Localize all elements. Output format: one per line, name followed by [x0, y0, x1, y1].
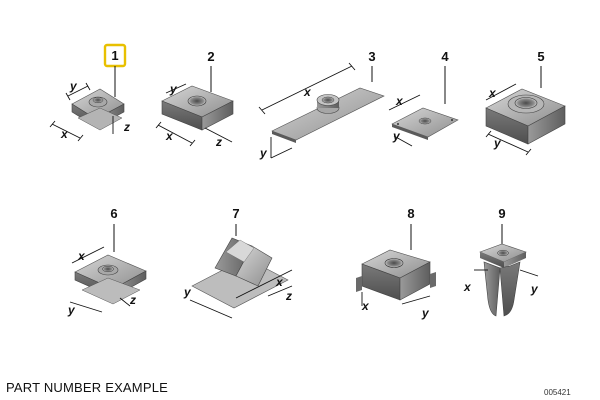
part-9-leg-left	[483, 261, 501, 317]
part-3-dim-x-line	[261, 65, 353, 111]
part-2-dim-x: x	[165, 129, 174, 143]
part-3-dim-tick	[348, 62, 356, 71]
part-6-dim-z: z	[129, 293, 136, 307]
part-6-dim-x: x	[77, 249, 86, 263]
part-3-dim-x: x	[303, 85, 312, 99]
part-7-dim-y: y	[183, 285, 192, 299]
part-4-number: 4	[441, 49, 449, 64]
part-2-dim-tick	[155, 121, 162, 129]
part-4-hole	[418, 117, 432, 125]
part-7-dim-y-line	[189, 299, 233, 319]
part-3-plate-edge	[272, 131, 296, 143]
part-9-hole	[497, 249, 509, 257]
part-1-dim-x: x	[60, 127, 69, 141]
part-5-base-right	[527, 105, 566, 145]
part-1-dim-x-line	[51, 123, 81, 139]
part-8-dim-y-line	[401, 295, 431, 305]
part-4-pin	[397, 123, 399, 125]
part-9-dim-x: x	[463, 280, 472, 294]
part-5-dim-x-line	[485, 83, 517, 101]
part-6-dim-x-line	[71, 246, 105, 264]
part-2: 2 y x z	[155, 49, 234, 149]
part-5-dim-x: x	[488, 86, 497, 100]
part-4-dim-x: x	[395, 94, 404, 108]
part-6: 6 x y z	[67, 206, 147, 317]
part-2-dim-tick	[189, 139, 196, 147]
part-9-dim-y: y	[530, 282, 539, 296]
part-5-thread-hole	[514, 97, 538, 109]
part-8-dim-y: y	[421, 306, 430, 320]
part-1-dim-y: y	[69, 79, 78, 93]
part-2-dim-z-line	[204, 127, 233, 143]
part-6-number: 6	[110, 206, 117, 221]
part-1-dim-z: z	[123, 120, 130, 134]
part-6-dim-y: y	[67, 303, 76, 317]
part-1: 1 y x z	[49, 43, 130, 142]
part-1-dim-tick	[65, 92, 71, 101]
part-5: 5 x y	[485, 49, 566, 156]
part-2-dim-z: z	[215, 135, 222, 149]
part-2-thread-hole	[187, 95, 207, 107]
part-9-head-side-right	[504, 252, 526, 268]
part-1-number: 1	[111, 48, 118, 63]
part-8: 8 x y	[356, 206, 436, 320]
caption: PART NUMBER EXAMPLE	[6, 380, 169, 395]
part-5-dim-y: y	[493, 136, 502, 150]
part-1-dim-tick	[49, 120, 56, 128]
part-8-number: 8	[407, 206, 414, 221]
part-3: 3 x y	[258, 49, 385, 160]
part-4: 4 x y	[388, 49, 459, 147]
part-4-dim-x-line	[388, 94, 421, 111]
part-6-dim-z-line	[119, 297, 131, 307]
part-1-dim-tick	[85, 82, 91, 91]
part-5-dim-y-line	[487, 133, 529, 153]
part-5-dim-tick	[525, 148, 532, 156]
part-7-number: 7	[232, 206, 239, 221]
part-5-dim-tick	[485, 130, 492, 138]
part-6-hole	[102, 265, 114, 273]
part-9-number: 9	[498, 206, 505, 221]
part-2-side-right	[201, 100, 234, 131]
part-5-number: 5	[537, 49, 544, 64]
part-1-clip-lower	[77, 107, 123, 131]
part-3-dim-y: y	[259, 146, 268, 160]
part-6-dim-y-line	[69, 301, 103, 313]
part-1-dim-tick	[77, 134, 84, 142]
part-3-dim-tick	[258, 106, 266, 115]
part-7: 7 y x z	[183, 206, 293, 319]
part-4-dim-y-line	[393, 135, 413, 147]
image-code: 005421	[544, 388, 571, 397]
part-9-leg-right	[499, 261, 521, 317]
part-7-dim-x-line	[235, 269, 293, 299]
part-2-dim-y-line	[165, 83, 187, 94]
part-7-dim-z-line	[267, 285, 293, 297]
part-4-pin	[451, 119, 453, 121]
part-9: 9 x y	[463, 206, 539, 317]
part-9-dim-y-line	[519, 269, 539, 277]
part-2-dim-y: y	[169, 82, 178, 96]
part-6-clip-lower	[81, 277, 141, 305]
part-3-hole	[321, 96, 335, 104]
part-1-dim-y-line	[67, 85, 89, 97]
part-8-dim-x: x	[361, 299, 370, 313]
part-8-thread-hole	[384, 258, 404, 268]
part-4-dim-y: y	[392, 129, 401, 143]
part-3-number: 3	[368, 49, 375, 64]
part-3-dim-y-line2	[270, 147, 293, 159]
part-8-tab-left	[356, 276, 362, 292]
part-1-hole	[92, 96, 104, 104]
part-7-dim-x: x	[275, 275, 284, 289]
part-4-plate-edge	[392, 124, 428, 140]
part-8-tab-right	[430, 272, 436, 288]
part-7-tongue	[225, 239, 255, 263]
part-2-number: 2	[207, 49, 214, 64]
part-9-head-side	[480, 252, 504, 268]
part-2-dim-x-line	[157, 124, 193, 144]
part-7-dim-z: z	[285, 289, 292, 303]
